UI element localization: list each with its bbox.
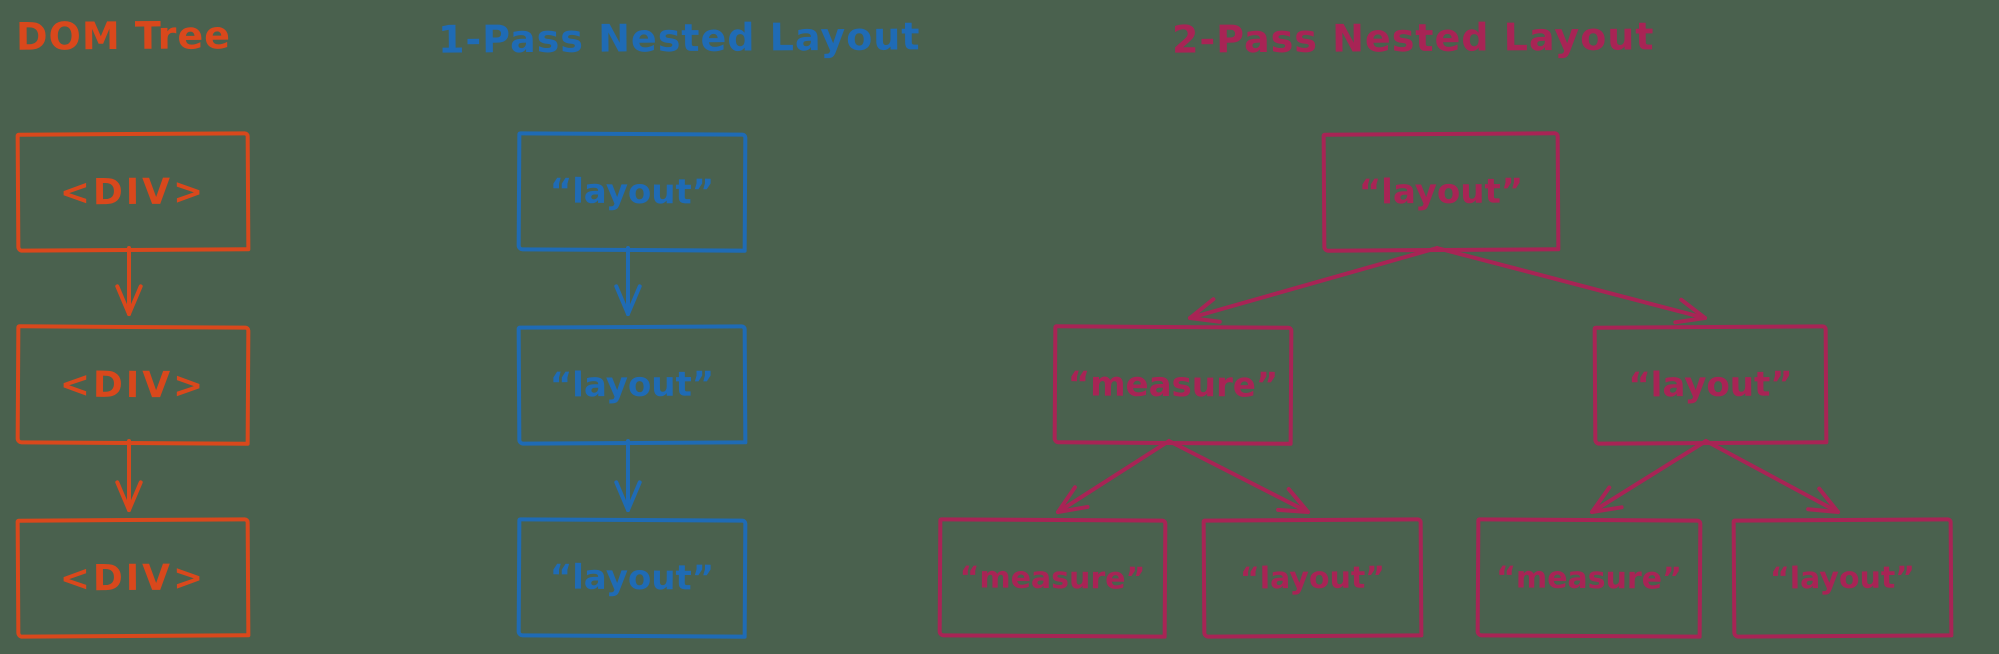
- dom-tree-title: DOM Tree: [15, 13, 232, 59]
- one-pass-title: 1-Pass Nested Layout: [437, 14, 921, 62]
- arrow: [1704, 439, 1840, 514]
- arrow: [1590, 505, 1624, 514]
- arrow: [127, 480, 143, 512]
- arrow: [1435, 246, 1707, 320]
- two-pass-child-measure-label: “measure”: [1067, 364, 1279, 406]
- arrow: [115, 480, 131, 512]
- arrow: [626, 480, 642, 512]
- one-pass-node-3: “layout”: [516, 517, 748, 639]
- dom-node-1: <DIV>: [15, 131, 251, 253]
- two-pass-leaf-3-label: “measure”: [1496, 559, 1682, 597]
- dom-node-2-label: <DIV>: [59, 364, 207, 406]
- dom-node-3-label: <DIV>: [59, 557, 207, 599]
- two-pass-leaf-4-label: “layout”: [1769, 560, 1916, 596]
- arrow: [1590, 485, 1612, 514]
- two-pass-leaf-1-label: “measure”: [959, 559, 1146, 597]
- two-pass-root-label: “layout”: [1358, 171, 1524, 213]
- arrow: [1673, 316, 1707, 325]
- two-pass-leaf-2: “layout”: [1201, 517, 1424, 639]
- one-pass-node-1-label: “layout”: [549, 171, 715, 213]
- arrow: [127, 284, 143, 316]
- two-pass-leaf-3: “measure”: [1475, 517, 1703, 639]
- arrow: [614, 480, 630, 512]
- one-pass-node-1: “layout”: [516, 131, 748, 253]
- arrow: [1679, 297, 1707, 320]
- two-pass-child-layout-label: “layout”: [1628, 364, 1793, 406]
- arrow: [1056, 439, 1171, 514]
- arrow: [1056, 504, 1090, 514]
- one-pass-node-3-label: “layout”: [549, 557, 715, 599]
- arrow: [1188, 316, 1222, 324]
- arrow: [1188, 297, 1216, 320]
- two-pass-child-layout: “layout”: [1592, 324, 1829, 446]
- dom-node-2: <DIV>: [15, 324, 251, 446]
- arrow: [1276, 507, 1310, 514]
- one-pass-node-2: “layout”: [516, 324, 748, 446]
- two-pass-leaf-4: “layout”: [1731, 517, 1954, 639]
- two-pass-root: “layout”: [1321, 131, 1561, 253]
- arrow: [1188, 246, 1439, 320]
- arrow: [1806, 507, 1840, 514]
- dom-node-3: <DIV>: [15, 517, 251, 639]
- arrow: [1056, 485, 1077, 514]
- arrow: [1817, 486, 1840, 514]
- arrow: [1167, 439, 1310, 514]
- arrow: [614, 284, 630, 316]
- arrow: [115, 284, 131, 316]
- dom-node-1-label: <DIV>: [59, 171, 207, 213]
- two-pass-leaf-2-label: “layout”: [1239, 560, 1386, 596]
- arrow: [1590, 439, 1708, 514]
- arrow: [626, 284, 642, 316]
- arrow: [1286, 487, 1310, 514]
- one-pass-node-2-label: “layout”: [549, 364, 715, 406]
- two-pass-title: 2-Pass Nested Layout: [1171, 14, 1655, 62]
- two-pass-child-measure: “measure”: [1052, 324, 1294, 446]
- two-pass-leaf-1: “measure”: [937, 517, 1168, 639]
